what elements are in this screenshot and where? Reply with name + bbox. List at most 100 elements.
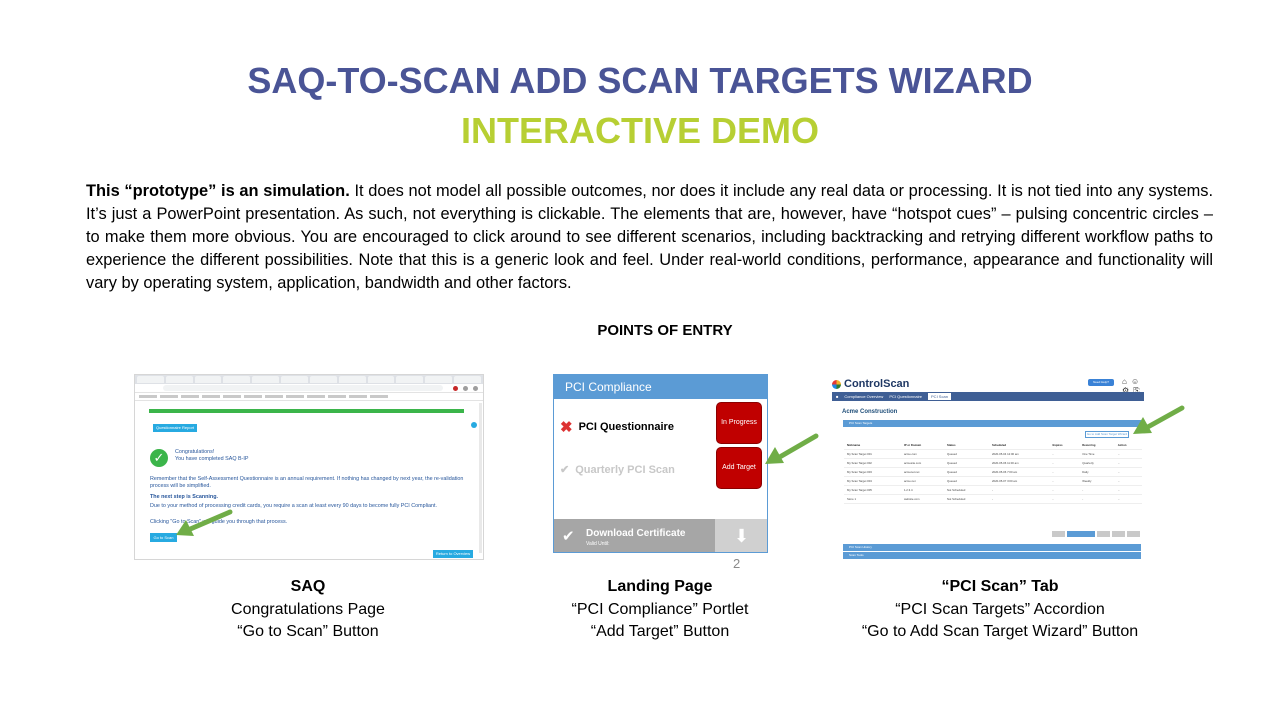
table-cell: Quarterly (1079, 458, 1115, 468)
table-cell: Queued (943, 449, 989, 459)
column-header[interactable]: Recurring (1079, 441, 1115, 450)
table-cell: My Scan Target 005 (844, 485, 901, 495)
table-cell: website.com (900, 494, 944, 504)
table-cell: ... (1114, 494, 1142, 504)
column-header[interactable]: Scheduled (988, 441, 1050, 450)
x-icon: ✖ (560, 419, 573, 436)
need-help-button[interactable]: Need Help? (1088, 379, 1114, 386)
portlet-header: PCI Compliance (554, 375, 767, 399)
add-target-button[interactable]: Add Target (716, 447, 762, 489)
table-cell: - (1049, 476, 1080, 486)
table-cell: - (988, 494, 1050, 504)
info-icon[interactable] (471, 422, 477, 428)
home-icon[interactable]: ■ (836, 394, 839, 399)
table-cell: - (1049, 458, 1080, 468)
landing-caption: Landing Page “PCI Compliance” Portlet “A… (510, 576, 810, 644)
go-to-scan-button[interactable]: Go to Scan (150, 533, 177, 542)
saq-pointer-arrow-icon (176, 509, 233, 536)
congrats-completed: You have completed SAQ B-IP (175, 456, 249, 462)
check-icon: ✔ (562, 528, 575, 545)
table-cell: ... (1114, 449, 1142, 459)
scan-tools-accordion[interactable]: Scan Tools (843, 552, 1141, 559)
tab-compliance-overview[interactable]: Compliance Overview (844, 394, 884, 399)
pci-pointer-arrow-icon (1133, 405, 1185, 434)
table-cell: - (988, 485, 1050, 495)
table-cell: - (1049, 467, 1080, 477)
table-cell: Not Scheduled (943, 494, 989, 504)
caption-line-1: Congratulations Page (231, 600, 385, 618)
table-cell: Queued (943, 458, 989, 468)
pci-scan-history-accordion[interactable]: PCI Scan History (843, 544, 1141, 551)
table-cell: ... (1114, 467, 1142, 477)
points-of-entry-heading: POINTS OF ENTRY (597, 322, 733, 339)
table-cell: - (1079, 485, 1115, 495)
table-cell: My Scan Target 004 (844, 476, 901, 486)
download-icon[interactable]: ⬇ (715, 519, 767, 552)
next-step-text: The next step is Scanning. (150, 494, 218, 500)
pci-caption: “PCI Scan” Tab “PCI Scan Targets” Accord… (830, 576, 1170, 644)
in-progress-button[interactable]: In Progress (716, 402, 762, 444)
browser-tab-bar (135, 375, 483, 384)
quarterly-scan-label: Quarterly PCI Scan (575, 463, 675, 476)
valid-until-label: Valid Until: (586, 541, 610, 547)
table-cell: - (1049, 494, 1080, 504)
pci-scan-tab-thumbnail[interactable]: ControlScan Need Help? ⌂ ☺ ⚙ ⎘ ■ Complia… (826, 374, 1150, 560)
pci-questionnaire-row: ✖ PCI Questionnaire (560, 418, 674, 436)
caption-title: “PCI Scan” Tab (941, 578, 1059, 595)
reminder-text: Remember that the Self-Assessment Questi… (150, 476, 464, 489)
table-cell: 2020-05-07 3:00 am (988, 476, 1050, 486)
check-icon: ✔ (560, 464, 570, 476)
column-header[interactable]: Expires (1049, 441, 1080, 450)
controlscan-logo: ControlScan (832, 378, 909, 390)
saq-congratulations-thumbnail[interactable]: Questionnaire Report ✓ Congratulations! … (134, 374, 484, 560)
questionnaire-report-button[interactable]: Questionnaire Report (153, 424, 197, 432)
saq-caption: SAQ Congratulations Page “Go to Scan” Bu… (158, 576, 458, 644)
table-cell: My Scan Target 001 (844, 449, 901, 459)
due-text: Due to your method of processing credit … (150, 503, 438, 509)
table-cell: ... (1114, 476, 1142, 486)
column-header[interactable]: Action (1114, 441, 1142, 450)
table-cell: ... (1114, 485, 1142, 495)
header-icons[interactable]: ⌂ ☺ ⚙ ⎘ (1122, 377, 1141, 395)
table-cell: acmesite.com (900, 458, 944, 468)
table-cell: Store 1 (844, 494, 901, 504)
table-cell: ... (1114, 458, 1142, 468)
scrollbar[interactable] (479, 403, 482, 553)
table-buttons (1052, 531, 1140, 537)
bookmarks-bar (135, 393, 483, 401)
go-to-add-scan-target-wizard-button[interactable]: Go to Add Scan Target Wizard (1085, 431, 1129, 438)
slide-number: 2 (733, 556, 741, 571)
table-cell: 1.2.3.4 (900, 485, 944, 495)
clicking-text: Clicking "Go to Scan" will guide you thr… (150, 519, 288, 525)
pci-scan-targets-accordion[interactable]: PCI Scan Targets (843, 420, 1141, 427)
pci-questionnaire-label: PCI Questionnaire (578, 421, 674, 433)
column-header[interactable]: Nickname (844, 441, 901, 450)
column-header[interactable]: Status (943, 441, 989, 450)
tab-pci-questionnaire[interactable]: PCI Questionnaire (889, 394, 923, 399)
top-nav: ■ Compliance Overview PCI Questionnaire … (832, 392, 1144, 401)
table-cell: acme.net (900, 476, 944, 486)
caption-line-1: “PCI Compliance” Portlet (571, 600, 749, 618)
caption-title: SAQ (290, 578, 326, 595)
browser-url-bar (135, 384, 483, 393)
landing-page-thumbnail[interactable]: PCI Compliance ✖ PCI Questionnaire In Pr… (553, 374, 768, 553)
download-certificate-label: Download Certificate (586, 528, 686, 539)
return-to-overview-button[interactable]: Return to Overview (433, 550, 473, 558)
download-certificate-bar[interactable]: ✔ Download Certificate Valid Until: (554, 519, 715, 552)
table-cell: acmenet.net (900, 467, 944, 477)
intro-body: It does not model all possible outcomes,… (86, 182, 1213, 292)
column-header[interactable]: IP or Domain (900, 441, 944, 450)
table-cell: One Time (1079, 449, 1115, 459)
tab-pci-scan[interactable]: PCI Scan (928, 393, 951, 400)
intro-paragraph: This “prototype” is an simulation. It do… (86, 180, 1213, 295)
table-cell: - (1049, 485, 1080, 495)
quarterly-scan-row: ✔ Quarterly PCI Scan (560, 463, 675, 477)
congrats-heading: Congratulations! (175, 449, 215, 455)
